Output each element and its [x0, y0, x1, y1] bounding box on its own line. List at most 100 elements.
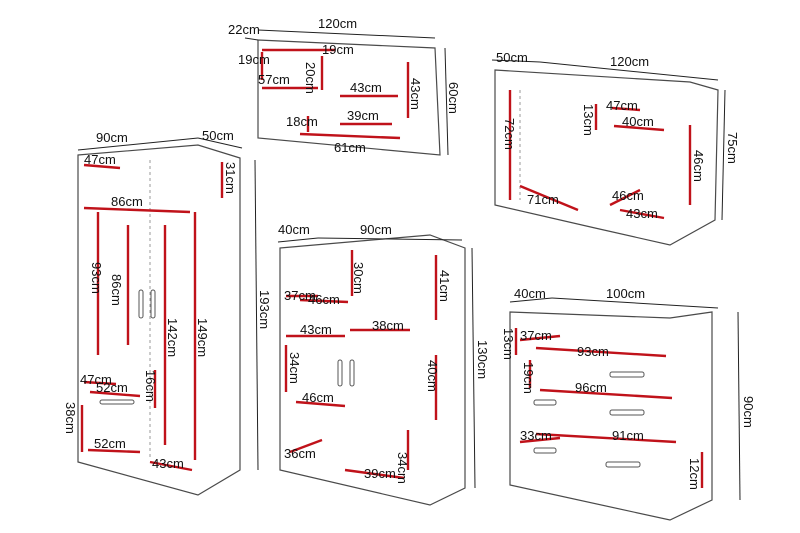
dresser-low-w2-line: [535, 432, 677, 444]
dresser-low-h-label: 12cm: [687, 458, 702, 490]
desk-width-label: 120cm: [610, 54, 649, 69]
bookcase-bottom-left-line: [289, 438, 323, 454]
wardrobe-top-w-line: [83, 163, 121, 170]
wardrobe-right-handle: [150, 289, 156, 319]
dresser-top-drawer-w-line: [519, 334, 561, 342]
shelf-inner-mid-label: 20cm: [303, 62, 318, 94]
desk-depth-line: [491, 59, 541, 63]
dresser-low-w2-label: 91cm: [612, 428, 644, 443]
wardrobe-inner-w-line: [83, 206, 191, 214]
desk-outline: [494, 69, 719, 246]
bookcase-shelf-w2-line: [299, 298, 349, 304]
bookcase-width-label: 90cm: [360, 222, 392, 237]
bookcase: 40cm 90cm 130cm 30cm 41cm 37cm 46cm 43cm…: [277, 222, 490, 506]
desk-drawer-w2-label: 40cm: [622, 114, 654, 129]
desk-cab-depth-line: [609, 188, 641, 207]
bookcase-bottom-mid-label: 39cm: [364, 466, 396, 481]
wardrobe-base-d-line: [149, 460, 193, 472]
dresser-mid-w-label: 96cm: [575, 380, 607, 395]
shelf-width-line: [257, 29, 436, 39]
bookcase-shelf-w2-label: 46cm: [308, 292, 340, 307]
dresser-top-drawer-w-label: 37cm: [520, 328, 552, 343]
dresser-height-line: [737, 311, 741, 501]
shelf-depth-label: 22cm: [228, 22, 260, 37]
desk-knee-label: 71cm: [527, 192, 559, 207]
shelf-depth-line: [244, 37, 259, 41]
desk: 50cm 120cm 75cm 72cm 13cm 47cm 40cm 46cm…: [491, 50, 740, 246]
wardrobe-height-line: [254, 159, 259, 471]
bookcase-depth-label: 40cm: [278, 222, 310, 237]
dresser-depth-label: 40cm: [514, 286, 546, 301]
desk-drawer-w2-line: [613, 124, 665, 132]
dresser-top-drawer-w2-label: 93cm: [577, 344, 609, 359]
dresser-width-line: [551, 297, 719, 309]
dresser-handle-3: [609, 409, 645, 416]
desk-depth-label: 50cm: [496, 50, 528, 65]
wardrobe-base-w-line: [87, 448, 141, 454]
dresser-handle-1: [609, 371, 645, 378]
bookcase-shelf-w1-label: 37cm: [284, 288, 316, 303]
bookcase-outline: [279, 234, 466, 506]
bookcase-top-h-label: 30cm: [351, 262, 366, 294]
desk-height-label: 75cm: [725, 132, 740, 164]
wardrobe-top-h-label: 31cm: [223, 162, 238, 194]
dresser-depth-line: [509, 297, 553, 303]
bookcase-left-handle: [337, 359, 343, 387]
shelf-bottom-total-label: 61cm: [334, 140, 366, 155]
desk-knee-line: [519, 184, 579, 212]
wardrobe-drawer-w2-line: [89, 390, 141, 398]
shelf-inner-w-label: 57cm: [258, 72, 290, 87]
wardrobe-width-line: [77, 137, 199, 151]
shelf-right-w-label: 43cm: [350, 80, 382, 95]
dresser-handle-4: [533, 447, 557, 454]
bookcase-depth-line: [277, 237, 319, 243]
shelf-bottom-w-label: 39cm: [347, 108, 379, 123]
wardrobe-depth-line: [197, 137, 243, 149]
bookcase-bottom-mid-line: [344, 468, 405, 480]
wardrobe-depth-label: 50cm: [202, 128, 234, 143]
wardrobe-base-h-label: 38cm: [63, 402, 78, 434]
bookcase-top-right-label: 41cm: [437, 270, 452, 302]
bookcase-bottom-right-label: 34cm: [395, 452, 410, 484]
desk-cab-h-label: 46cm: [691, 150, 706, 182]
dresser-outline: [509, 311, 713, 521]
dresser-mid-w-line: [539, 388, 673, 400]
dresser-top-drawer-h-label: 13cm: [501, 328, 516, 360]
wardrobe-height-label: 193cm: [257, 290, 272, 329]
dresser-handle-5: [605, 461, 641, 468]
bookcase-height-line: [471, 247, 476, 489]
wardrobe-shelf-h2-label: 149cm: [195, 318, 210, 357]
desk-drawer-h-label: 13cm: [581, 104, 596, 136]
wardrobe-top-w-label: 47cm: [84, 152, 116, 167]
shelf-width-label: 120cm: [318, 16, 357, 31]
wardrobe-drawer-h-label: 16cm: [143, 370, 158, 402]
shelf-height-line: [444, 47, 449, 156]
wardrobe-inner-w-label: 86cm: [111, 194, 143, 209]
dresser-low-w-label: 33cm: [520, 428, 552, 443]
desk-width-line: [539, 61, 719, 81]
bookcase-drawer-w-label: 43cm: [300, 322, 332, 337]
bookcase-door-w-label: 46cm: [302, 390, 334, 405]
bookcase-height-label: 130cm: [475, 340, 490, 379]
shelf-bottom-total-line: [299, 132, 401, 140]
desk-cab-w-label: 43cm: [626, 206, 658, 221]
dresser-width-label: 100cm: [606, 286, 645, 301]
wardrobe-drawer-handle: [99, 399, 135, 405]
bookcase-right-h-label: 40cm: [425, 360, 440, 392]
wardrobe-outline: [77, 144, 241, 496]
wardrobe-shelf-h1-label: 142cm: [165, 318, 180, 357]
bookcase-bottom-left-label: 36cm: [284, 446, 316, 461]
wardrobe-base-d-label: 43cm: [152, 456, 184, 471]
desk-drawer-w-line: [611, 106, 641, 112]
dresser-top-drawer-w2-line: [535, 346, 667, 358]
dresser-low-w-line: [519, 436, 561, 444]
desk-leg-label: 72cm: [502, 118, 517, 150]
wardrobe: 90cm 50cm 193cm 47cm 31cm 86cm 93cm 86cm…: [63, 128, 272, 496]
desk-height-line: [721, 89, 726, 221]
wardrobe-base-w-label: 52cm: [94, 436, 126, 451]
wardrobe-drawer-w-line: [83, 380, 117, 386]
desk-cab-depth-label: 46cm: [612, 188, 644, 203]
wardrobe-door-h2-label: 86cm: [109, 274, 124, 306]
dresser-mid-h-label: 19cm: [521, 362, 536, 394]
